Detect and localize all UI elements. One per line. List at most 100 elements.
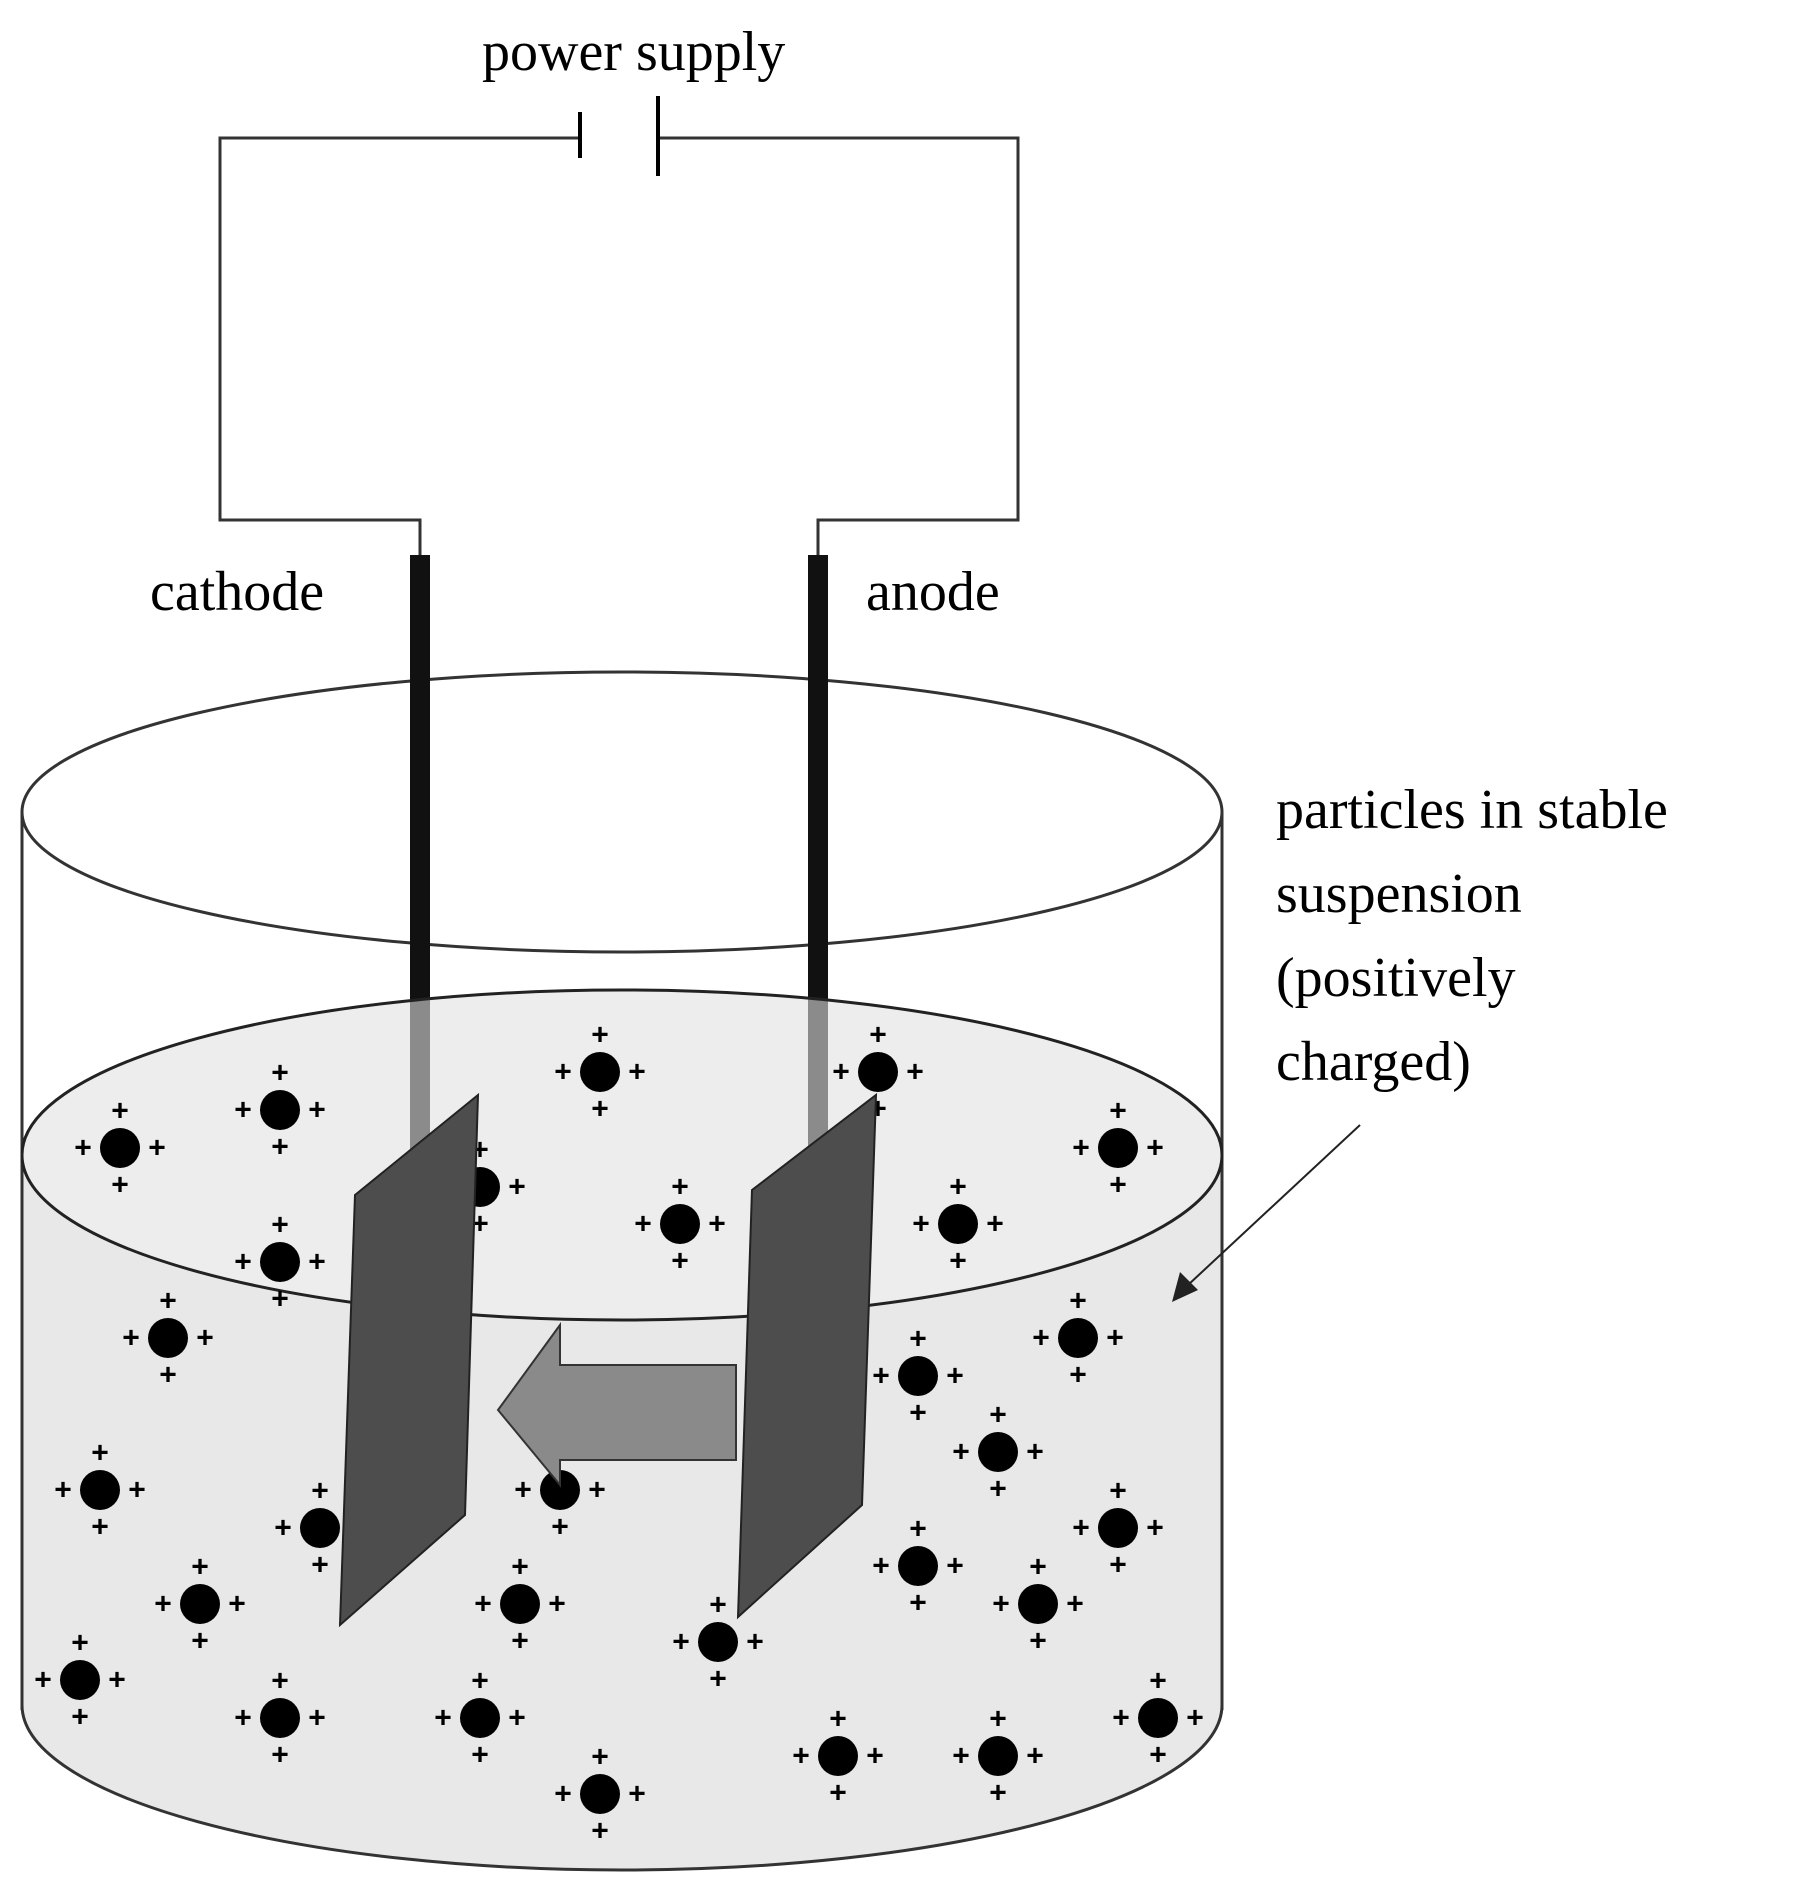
positive-charge-sign: + [74,1132,92,1165]
positive-charge-sign: + [912,1208,930,1241]
positive-charge-sign: + [54,1474,72,1507]
positive-charge-sign: + [128,1474,146,1507]
positive-charge-sign: + [271,1209,289,1242]
particle-dot [500,1584,540,1624]
particle-dot [580,1774,620,1814]
charged-particle: ++++ [122,1285,214,1392]
particles-annotation: particles in stable suspension (positive… [1276,779,1668,1093]
positive-charge-sign: + [554,1778,572,1811]
particle-dot [898,1546,938,1586]
positive-charge-sign: + [628,1778,646,1811]
positive-charge-sign: + [1112,1702,1130,1735]
migration-arrow-icon [496,1321,737,1488]
positive-charge-sign: + [1069,1285,1087,1318]
particle-dot [978,1432,1018,1472]
charged-particle: ++++ [34,1627,126,1734]
particle-dot [260,1242,300,1282]
particle-dot [260,1698,300,1738]
positive-charge-sign: + [634,1208,652,1241]
particle-dot [698,1622,738,1662]
particle-dot [1138,1698,1178,1738]
container-bottom-rim [20,1704,1224,1872]
positive-charge-sign: + [91,1437,109,1470]
charged-particle: ++++ [74,1095,166,1202]
charged-particle: ++++ [1072,1095,1164,1202]
particle-dot [938,1204,978,1244]
positive-charge-sign: + [628,1056,646,1089]
particle-dot [148,1318,188,1358]
positive-charge-sign: + [1066,1588,1084,1621]
positive-charge-sign: + [909,1587,927,1620]
wire-anode-side [658,136,1020,555]
positive-charge-sign: + [508,1702,526,1735]
positive-charge-sign: + [471,1208,489,1241]
charged-particle: ++++ [234,1057,326,1164]
power-supply-label: power supply [482,21,785,83]
positive-charge-sign: + [1029,1551,1047,1584]
particle-dot [1098,1508,1138,1548]
positive-charge-sign: + [829,1703,847,1736]
positive-charge-sign: + [108,1664,126,1697]
positive-charge-sign: + [434,1702,452,1735]
positive-charge-sign: + [986,1208,1004,1241]
charged-particle: ++++ [434,1665,526,1772]
charged-particle: ++++ [952,1703,1044,1810]
positive-charge-sign: + [308,1094,326,1127]
charged-particle: ++++ [672,1589,764,1696]
positive-charge-sign: + [159,1285,177,1318]
positive-charge-sign: + [191,1625,209,1658]
positive-charge-sign: + [111,1095,129,1128]
positive-charge-sign: + [191,1551,209,1584]
positive-charge-sign: + [1146,1132,1164,1165]
positive-charge-sign: + [1149,1739,1167,1772]
positive-charge-sign: + [1106,1322,1124,1355]
particle-dot [1058,1318,1098,1358]
particle-dot [660,1204,700,1244]
charged-particle: ++++ [872,1513,964,1620]
battery-icon [578,96,660,176]
charged-particle: ++++ [154,1551,246,1658]
charged-particle: ++++ [872,1323,964,1430]
cathode-plate [338,1092,480,1628]
positive-charge-sign: + [866,1740,884,1773]
positive-charge-sign: + [591,1093,609,1126]
container-top-rim [20,670,1224,954]
positive-charge-sign: + [511,1625,529,1658]
positive-charge-sign: + [271,1131,289,1164]
positive-charge-sign: + [548,1588,566,1621]
positive-charge-sign: + [471,1665,489,1698]
charged-particle: ++++ [54,1437,146,1544]
positive-charge-sign: + [1069,1359,1087,1392]
annotation-line-2: suspension [1276,863,1522,925]
charged-particle: ++++ [832,1019,924,1126]
positive-charge-sign: + [274,1512,292,1545]
positive-charge-sign: + [909,1397,927,1430]
positive-charge-sign: + [271,1739,289,1772]
positive-charge-sign: + [792,1740,810,1773]
charged-particle: ++++ [554,1741,646,1848]
wire-cathode-side [218,136,580,555]
positive-charge-sign: + [1186,1702,1204,1735]
positive-charge-sign: + [234,1702,252,1735]
liquid-surface [20,988,1224,1322]
anode-plate [736,1092,878,1620]
annotation-line-4: charged) [1276,1031,1471,1093]
positive-charge-sign: + [672,1626,690,1659]
annotation-line-1: particles in stable [1276,779,1668,841]
positive-charge-sign: + [111,1169,129,1202]
particle-dot [1098,1128,1138,1168]
charged-particle: ++++ [1032,1285,1124,1392]
positive-charge-sign: + [946,1360,964,1393]
particle-dot [1018,1584,1058,1624]
positive-charge-sign: + [952,1436,970,1469]
positive-charge-sign: + [1072,1132,1090,1165]
annotation-arrowhead-icon [1172,1272,1198,1302]
positive-charge-sign: + [1109,1549,1127,1582]
positive-charge-sign: + [511,1551,529,1584]
particle-dot [898,1356,938,1396]
annotation-pointer [1172,1124,1361,1302]
anode-label: anode [866,561,1000,623]
positive-charge-sign: + [588,1474,606,1507]
positive-charge-sign: + [952,1740,970,1773]
